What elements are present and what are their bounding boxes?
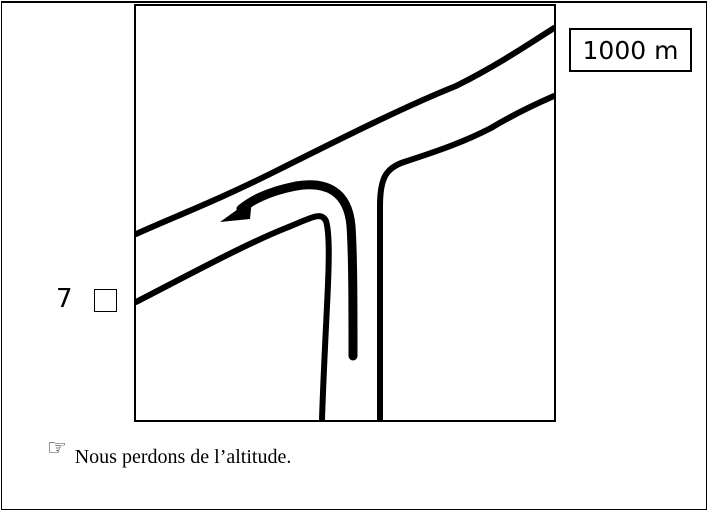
road-diagram-svg bbox=[136, 25, 554, 420]
road-edge-upper bbox=[136, 25, 554, 237]
road-diagram bbox=[134, 4, 556, 422]
turn-arrow-path bbox=[236, 180, 358, 361]
pointing-hand-icon: ☞ bbox=[47, 436, 67, 461]
statement: ☞ Nous perdons de l’altitude. bbox=[47, 436, 292, 469]
road-edge-lower-left bbox=[136, 213, 332, 420]
turn-arrowhead bbox=[220, 199, 252, 222]
altitude-value: 1000 m bbox=[582, 35, 679, 65]
altitude-indicator: 1000 m bbox=[569, 28, 692, 72]
item-number-label: 7 bbox=[56, 284, 73, 314]
statement-text: Nous perdons de l’altitude. bbox=[74, 446, 292, 468]
road-edge-right-branch bbox=[377, 93, 554, 420]
answer-checkbox[interactable] bbox=[94, 289, 117, 312]
